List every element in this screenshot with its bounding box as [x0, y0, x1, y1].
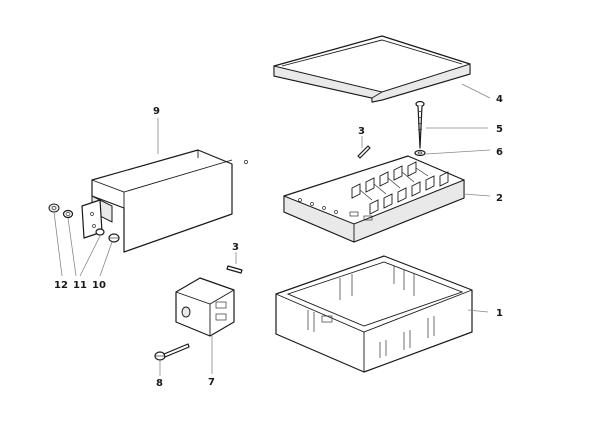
- small-mark: [244, 160, 248, 164]
- callout-11: 11: [73, 280, 87, 291]
- callout-10: 10: [92, 280, 106, 291]
- part-screw-8: [154, 343, 190, 361]
- callout-1: 1: [496, 308, 503, 319]
- callout-6: 6: [496, 147, 503, 158]
- callout-3-lower: 3: [232, 242, 239, 253]
- part-washer-11: [62, 209, 105, 236]
- callout-2: 2: [496, 193, 503, 204]
- callout-12: 12: [54, 280, 68, 291]
- part-screw: [415, 100, 425, 149]
- callout-3-upper: 3: [358, 126, 365, 137]
- part-base-box: [275, 255, 473, 373]
- callout-7: 7: [208, 377, 215, 388]
- part-terminal-block: [283, 155, 465, 243]
- callout-4: 4: [496, 94, 503, 105]
- part-lid: [273, 35, 471, 103]
- callout-5: 5: [496, 124, 503, 135]
- part-pin-lower: [226, 265, 243, 274]
- part-nut-12: [48, 203, 60, 213]
- part-relay: [175, 277, 235, 337]
- callout-9: 9: [153, 106, 160, 117]
- part-screw-10: [108, 233, 120, 243]
- part-washer: [414, 149, 426, 157]
- part-pin-upper: [357, 145, 371, 159]
- callout-8: 8: [156, 378, 163, 389]
- leader-lines: [53, 83, 491, 376]
